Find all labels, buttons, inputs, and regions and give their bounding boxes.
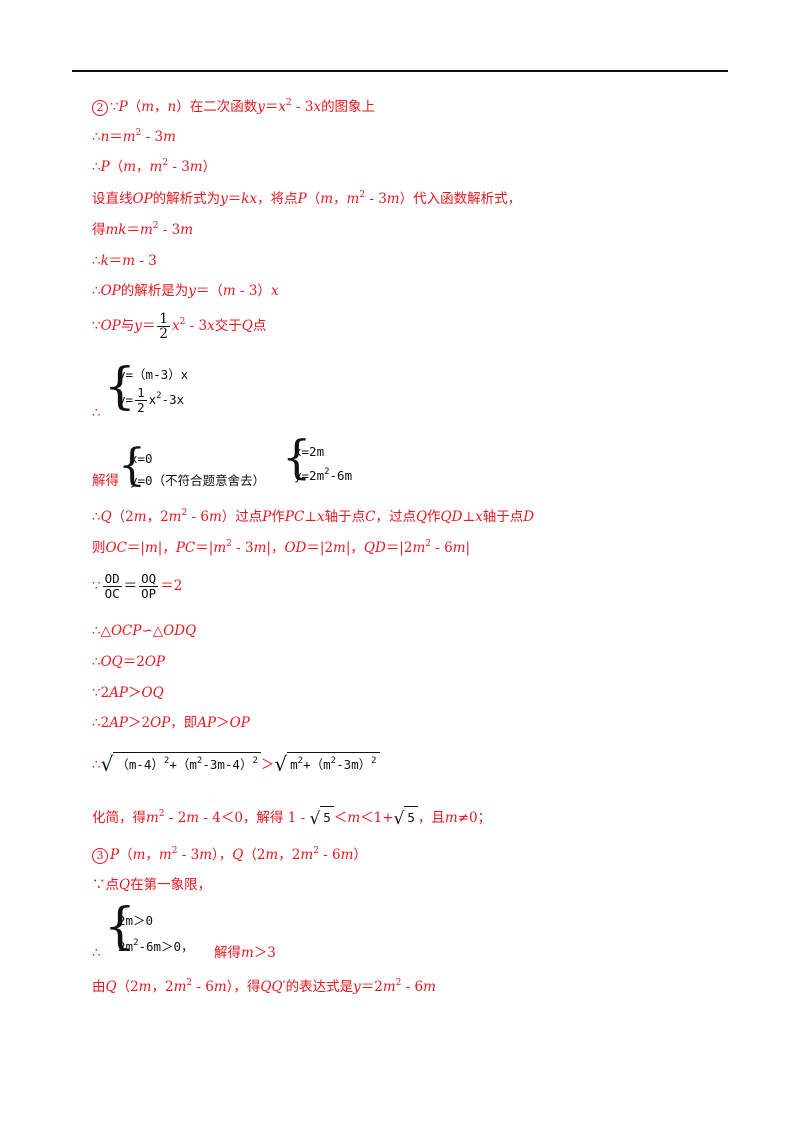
radicand-right: m2+（m2-3m）2 — [287, 752, 380, 777]
line-20: 由Q（2m，2m2 - 6m），得QQ′的表达式是y＝2m2 - 6m — [92, 978, 436, 996]
top-rule — [72, 70, 728, 72]
system-2-solution: 解得m＞3 — [214, 945, 276, 961]
line-15: ∴2AP＞2OP，即AP＞OP — [92, 715, 250, 731]
system-1-therefore: ∴ — [92, 405, 101, 421]
line-12: ∴△OCP∽△ODQ — [92, 623, 197, 639]
line-19: ∵点Q在第一象限， — [92, 877, 212, 893]
left-brace: { — [118, 440, 146, 491]
solution-set-2: x=2m y=2m2-6m — [294, 444, 353, 483]
line-3: ∴P（m，m2 - 3m） — [92, 158, 217, 176]
sqrt-sign: √ — [100, 752, 114, 776]
equation-system-2: 2m＞0 2m2-6m＞0， — [118, 913, 194, 954]
circled-number-3: 3 — [92, 848, 108, 864]
line-14: ∵2AP＞OQ — [92, 685, 164, 701]
line-9: ∴Q（2m，2m2 - 6m）过点P作PC⊥x轴于点C，过点Q作QD⊥x轴于点D — [92, 508, 535, 526]
left-brace: { — [104, 357, 136, 415]
circled-number-2: 2 — [92, 100, 108, 116]
system-2-therefore: ∴ — [92, 945, 101, 961]
sqrt-sign: √ — [309, 809, 321, 829]
line-16: ∴√（m-4）2+（m2-3m-4）2＞√m2+（m2-3m）2 — [92, 752, 380, 777]
sqrt-sign: √ — [274, 752, 288, 776]
sqrt-sign: √ — [393, 809, 405, 829]
line-6: ∴k＝m - 3 — [92, 253, 157, 269]
left-brace: { — [104, 897, 136, 955]
line-10: 则OC＝|m|，PC＝|m2 - 3m|，OD＝|2m|，QD＝|2m2 - 6… — [92, 539, 471, 557]
line-7: ∴OP的解析是为y＝（m - 3）x — [92, 283, 279, 299]
line-1: 2∵P（m，n）在二次函数y＝x2 - 3x的图象上 — [92, 98, 375, 116]
solution-set-1: x=0 y=0（不符合题意舍去） — [130, 451, 266, 488]
line-5: 得mk＝m2 - 3m — [92, 221, 194, 239]
line-17: 化简，得m2 - 2m - 4＜0，解得 1 - √5＜m＜1+√5，且m≠0； — [92, 806, 491, 830]
line-13: ∴OQ＝2OP — [92, 654, 165, 670]
left-brace: { — [282, 430, 312, 484]
line-2: ∴n＝m2 - 3m — [92, 128, 176, 146]
solution-label: 解得 — [92, 473, 119, 489]
radicand-left: （m-4）2+（m2-3m-4）2 — [113, 752, 261, 777]
line-4: 设直线OP的解析式为y＝kx，将点P（m，m2 - 3m）代入函数解析式， — [92, 190, 522, 208]
